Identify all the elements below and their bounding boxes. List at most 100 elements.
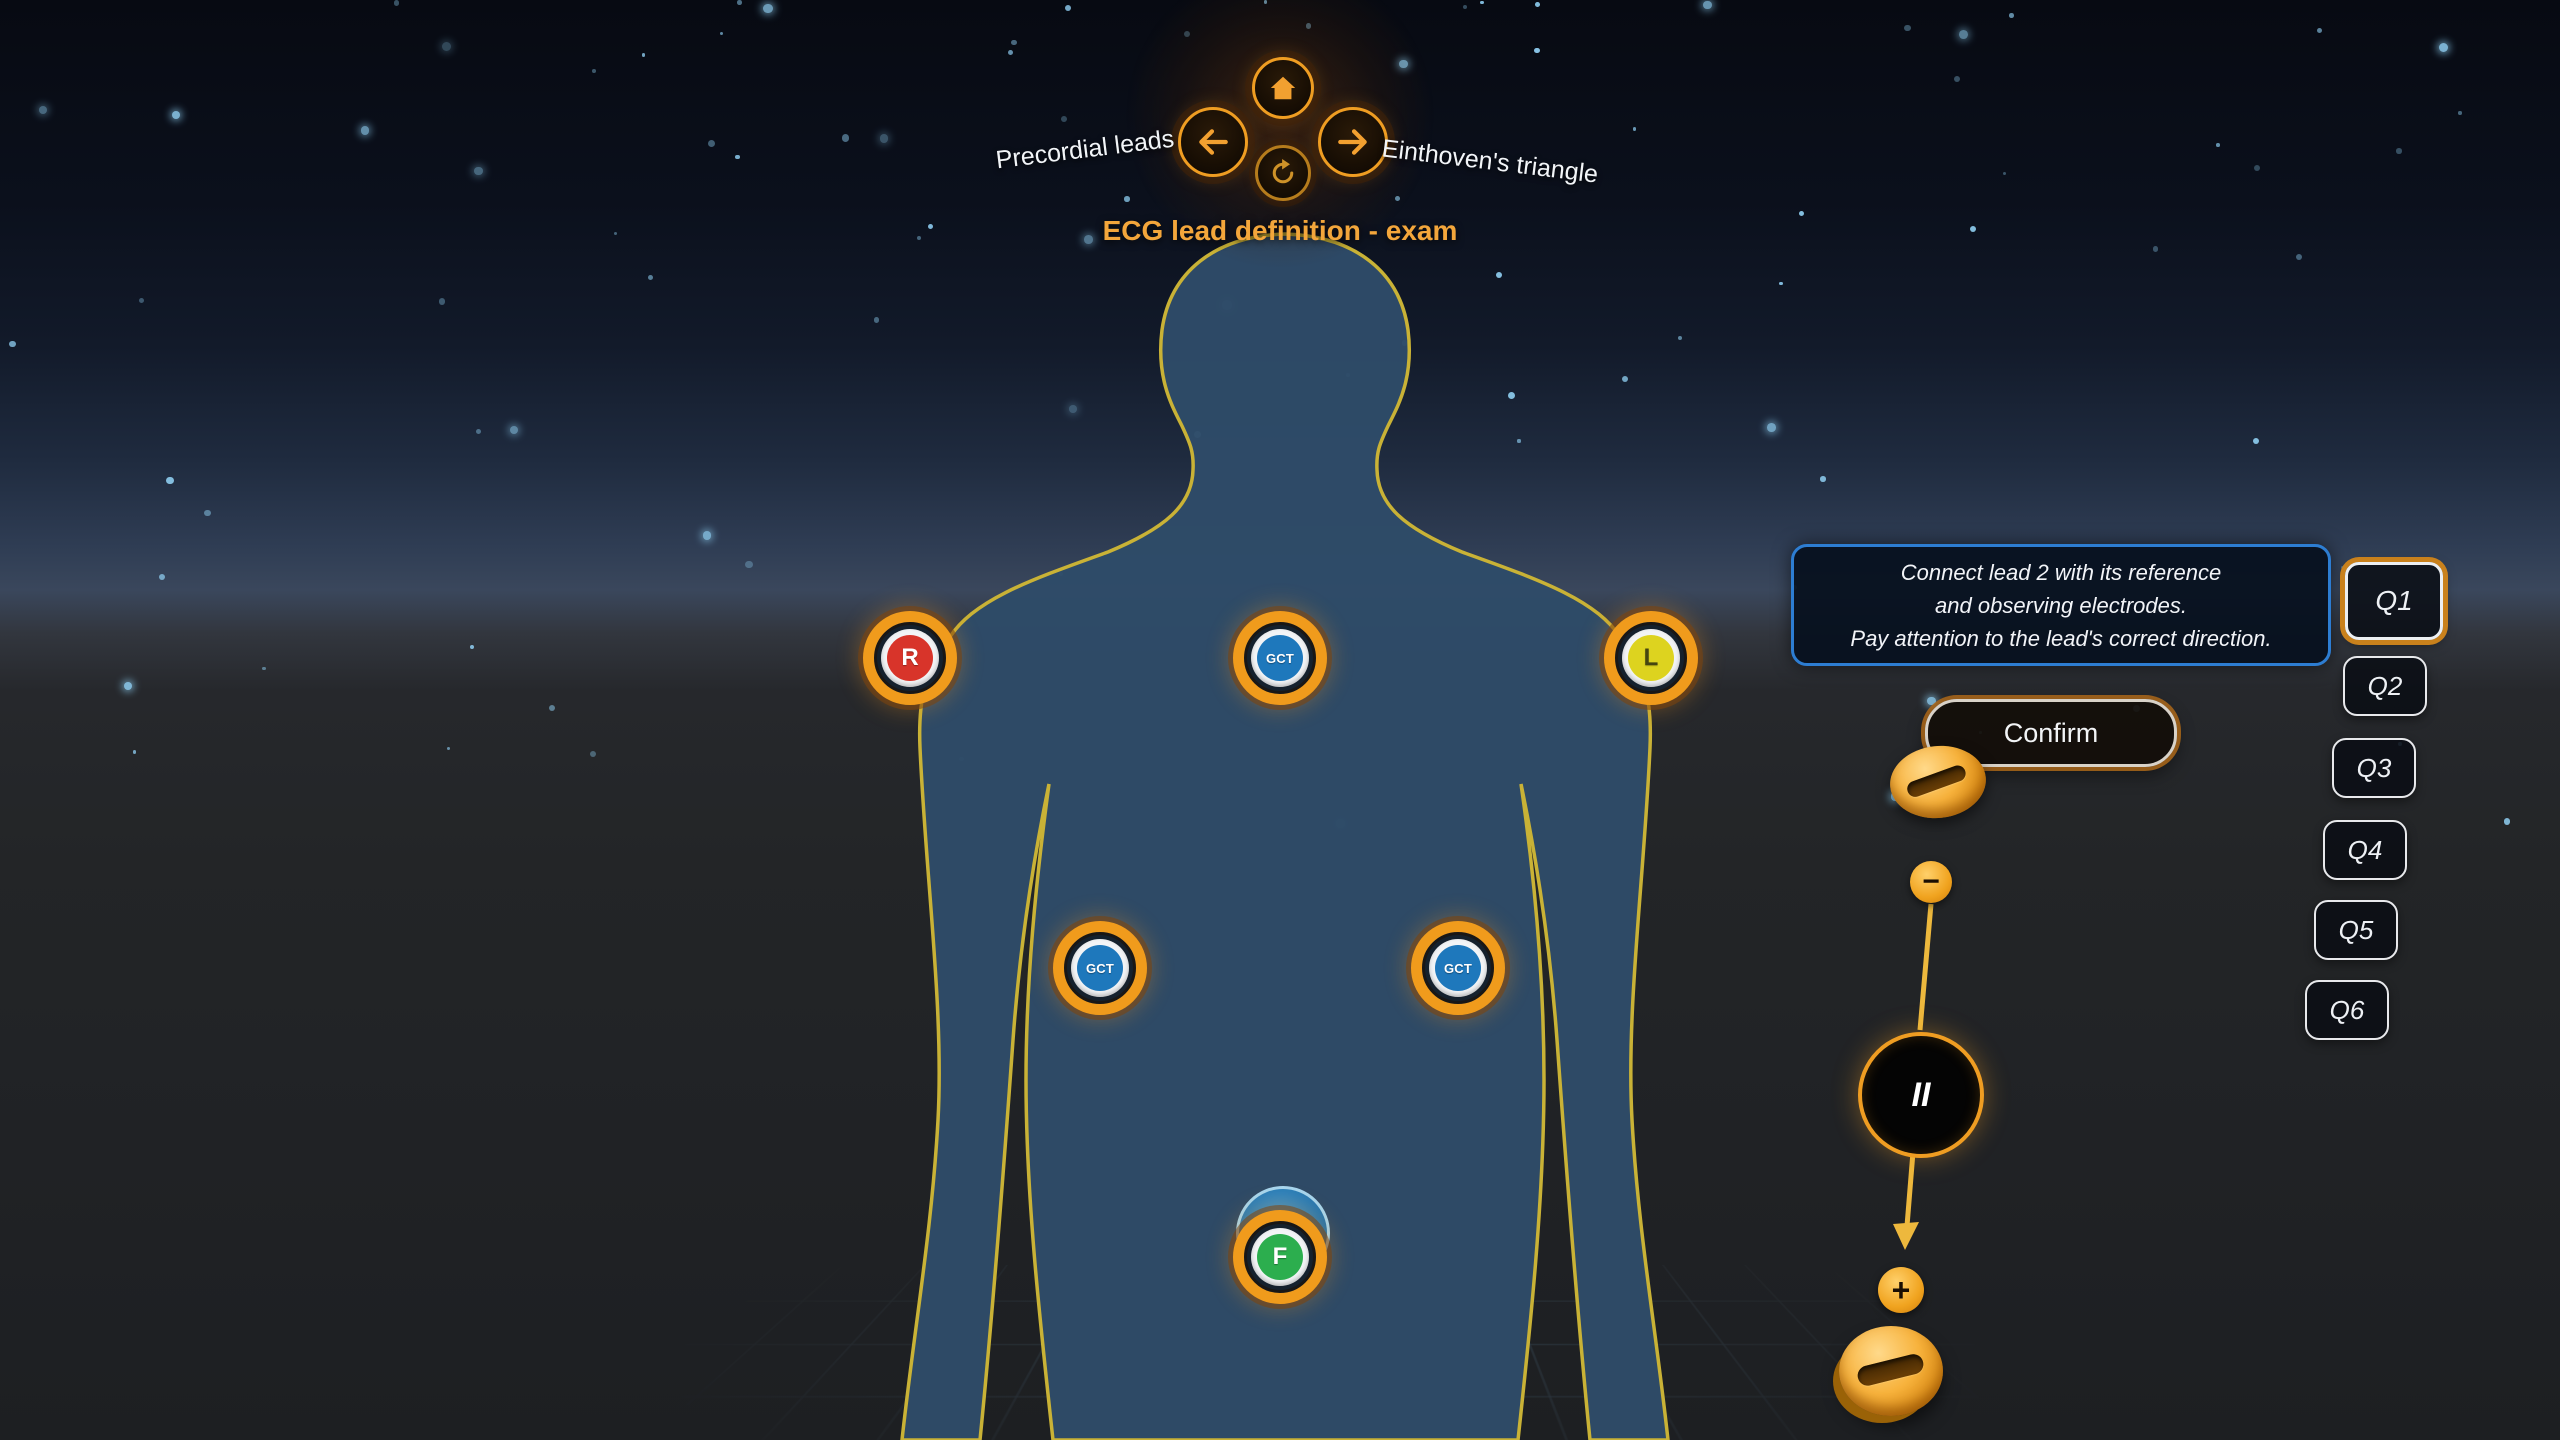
star xyxy=(475,428,481,434)
star xyxy=(204,509,211,517)
electrode-label: GCT xyxy=(1435,945,1481,991)
star xyxy=(2002,171,2007,176)
star xyxy=(548,704,555,712)
question-button-q2[interactable]: Q2 xyxy=(2343,656,2427,716)
star xyxy=(469,644,474,649)
star xyxy=(2341,565,2346,570)
star xyxy=(1463,4,1468,9)
star xyxy=(1678,336,1683,341)
electrode-label: GCT xyxy=(1077,945,1123,991)
star xyxy=(2503,818,2511,825)
star xyxy=(1068,405,1077,414)
confirm-button[interactable]: Confirm xyxy=(1925,699,2177,767)
arrow-left-icon xyxy=(1199,129,1228,155)
connector-coin-bottom[interactable] xyxy=(1839,1326,1943,1416)
instruction-line: Pay attention to the lead's correct dire… xyxy=(1850,625,2272,651)
star xyxy=(2008,13,2014,18)
star xyxy=(873,317,880,323)
electrode-label: L xyxy=(1628,635,1674,681)
star xyxy=(1480,0,1484,5)
star xyxy=(2439,43,2449,53)
electrode-gct-lower-right[interactable]: GCT xyxy=(1411,921,1505,1015)
star xyxy=(745,560,753,568)
star xyxy=(123,681,133,691)
star xyxy=(1008,49,1014,55)
electrode-inner-disc: GCT xyxy=(1429,939,1487,997)
electrode-label: R xyxy=(887,635,933,681)
exam-title: ECG lead definition - exam xyxy=(1102,215,1458,246)
electrode-ring: R xyxy=(863,611,957,705)
question-button-q3[interactable]: Q3 xyxy=(2332,738,2416,798)
star xyxy=(720,31,724,35)
question-button-q1[interactable]: Q1 xyxy=(2345,562,2443,640)
star xyxy=(647,274,653,280)
star xyxy=(1011,39,1017,46)
electrode-chest-gct[interactable]: GCT xyxy=(1233,611,1327,705)
star xyxy=(1958,30,1968,39)
instruction-panel: Connect lead 2 with its reference and ob… xyxy=(1791,544,2331,666)
star xyxy=(2215,143,2220,147)
star xyxy=(509,425,518,434)
star xyxy=(592,68,596,73)
electrode-inner-disc: F xyxy=(1251,1228,1309,1286)
star xyxy=(1084,235,1093,244)
star xyxy=(703,531,712,540)
question-button-q5[interactable]: Q5 xyxy=(2314,900,2398,960)
star xyxy=(2458,111,2462,115)
star xyxy=(1954,75,1961,82)
positive-terminal-badge[interactable]: + xyxy=(1878,1267,1924,1313)
star xyxy=(841,134,850,142)
star xyxy=(361,126,370,135)
star xyxy=(707,139,715,147)
question-button-q6[interactable]: Q6 xyxy=(2305,980,2389,1040)
star xyxy=(2253,437,2260,444)
star xyxy=(734,154,740,160)
star xyxy=(2295,253,2303,261)
star xyxy=(589,751,596,758)
star xyxy=(1767,423,1776,433)
star xyxy=(2317,27,2323,33)
star xyxy=(1632,127,1637,131)
electrode-ring: F xyxy=(1233,1210,1327,1304)
star xyxy=(1622,375,1629,382)
previous-view-button[interactable] xyxy=(1178,107,1248,177)
star xyxy=(1798,210,1805,217)
electrode-L[interactable]: L xyxy=(1604,611,1698,705)
electrode-inner-disc: R xyxy=(881,629,939,687)
star xyxy=(474,166,483,176)
star xyxy=(159,573,166,580)
star xyxy=(1534,1,1540,7)
star xyxy=(2396,148,2402,154)
home-button[interactable] xyxy=(1252,57,1314,119)
electrode-inner-disc: GCT xyxy=(1071,939,1129,997)
question-button-q4[interactable]: Q4 xyxy=(2323,820,2407,880)
star xyxy=(393,0,400,6)
star xyxy=(442,41,452,51)
next-view-button[interactable] xyxy=(1318,107,1388,177)
instruction-line: Connect lead 2 with its reference xyxy=(1900,559,2222,585)
star xyxy=(166,476,174,485)
instruction-line: and observing electrodes. xyxy=(1935,592,2187,618)
star xyxy=(1969,225,1976,233)
electrode-ring: GCT xyxy=(1411,921,1505,1015)
star xyxy=(438,298,445,305)
electrode-inner-disc: L xyxy=(1622,629,1680,687)
reset-view-button[interactable] xyxy=(1255,145,1311,201)
star xyxy=(1517,439,1521,443)
electrode-R[interactable]: R xyxy=(863,611,957,705)
star xyxy=(133,750,137,754)
star xyxy=(763,4,773,14)
star xyxy=(138,298,144,304)
reset-icon xyxy=(1272,159,1294,184)
star xyxy=(1060,115,1067,122)
star xyxy=(613,231,618,235)
electrode-F[interactable]: F xyxy=(1233,1186,1330,1304)
star xyxy=(2152,246,2159,252)
star xyxy=(261,666,266,671)
star xyxy=(1495,272,1503,279)
lead-ii-handle[interactable]: II xyxy=(1858,1032,1984,1158)
arrow-right-icon xyxy=(1338,129,1367,155)
negative-terminal-badge[interactable]: − xyxy=(1910,861,1952,903)
electrode-gct-lower-left[interactable]: GCT xyxy=(1053,921,1147,1015)
star xyxy=(1534,47,1541,54)
